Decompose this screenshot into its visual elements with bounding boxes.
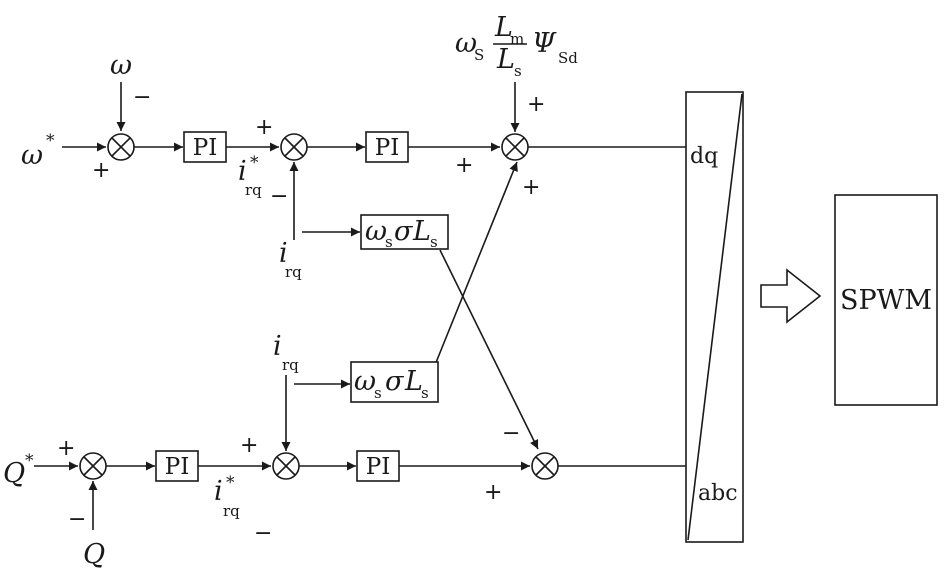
summer-irq-bottom [272,452,300,480]
omega-ref-star: * [46,131,55,151]
sign-q-axis-plus: + [484,480,502,505]
ff-psi-sub: Sd [558,49,578,67]
cross-top-L: L [412,216,431,247]
pi-q-label: PI [165,454,190,480]
irq-ref-bottom-star: * [226,473,235,493]
irq-bottom-sub: rq [282,356,299,374]
ff-Ls-sub: s [514,62,522,80]
irq-ref-bottom-sub: rq [223,502,240,520]
cross-top-L-sub: s [430,233,438,251]
sign-speed-plus: + [92,158,110,183]
irq-top-i: i [279,238,288,269]
irq-top-sub: rq [285,263,302,281]
sign-irq-bottom-minus: − [254,521,272,546]
pi-irq-bottom-block [356,450,400,482]
sign-irq-plus: + [255,115,273,140]
cross-bottom-L-sub: s [421,384,429,402]
summer-q [79,452,107,480]
cross-top-omega-sub: s [385,233,393,251]
sign-irq-bottom-plus: + [240,433,258,458]
omega-ref-symbol: ω [21,140,43,171]
summer-q-axis [531,452,559,480]
ff-omega-sub: S [474,46,484,64]
q-ref-star: * [25,451,34,471]
pi-irq-label: PI [375,135,400,161]
abc-label: abc [698,481,738,506]
sign-q-minus: − [68,507,86,532]
sign-d-plus-top: + [527,92,545,117]
summer-speed [107,133,135,161]
dq-label: dq [690,144,718,169]
hollow-arrow-icon [760,268,822,324]
irq-ref-top-sub: rq [245,181,262,199]
cross-bottom-omega-sub: s [374,384,382,402]
summer-d [501,133,529,161]
sign-d-plus-bottom: + [522,175,540,200]
irq-bottom-i: i [273,331,282,362]
sign-d-plus-left: + [455,153,473,178]
omega-feedback-symbol: ω [110,50,132,81]
sign-speed-minus: − [133,85,151,110]
q-feedback-symbol: Q [83,539,105,570]
cross-coupling-top-block [360,214,449,250]
spwm-label: SPWM [840,285,932,316]
pi-speed-block [183,131,227,163]
cross-top-omega: ω [365,216,387,247]
irq-ref-bottom-i: i [214,476,223,507]
cross-bottom-omega: ω [354,366,376,397]
cross-top-sigma: σ [394,216,414,247]
ff-omega: ω [455,28,477,59]
q-ref-symbol: Q [3,458,25,489]
cross-bottom-L: L [404,366,423,397]
sign-irq-minus: − [270,184,288,209]
irq-ref-top-i: i [238,156,247,187]
sign-q-axis-minus: − [502,421,520,446]
irq-ref-top-star: * [250,153,259,173]
ff-psi: Ψ [532,28,557,59]
cross-bottom-sigma: σ [385,366,405,397]
ff-Lm-L: L [494,12,513,43]
ff-Ls-L: L [496,44,515,75]
cross-coupling-bottom-block [350,361,439,403]
pi-irq-bottom-label: PI [366,454,391,480]
pi-speed-label: PI [193,135,218,161]
spwm-block [834,194,938,406]
transform-diagonal [687,93,743,541]
sign-q-plus: + [57,436,75,461]
cross-line-bottom-to-top [434,161,518,366]
cross-line-top-to-bottom [439,249,539,450]
summer-irq [280,133,308,161]
